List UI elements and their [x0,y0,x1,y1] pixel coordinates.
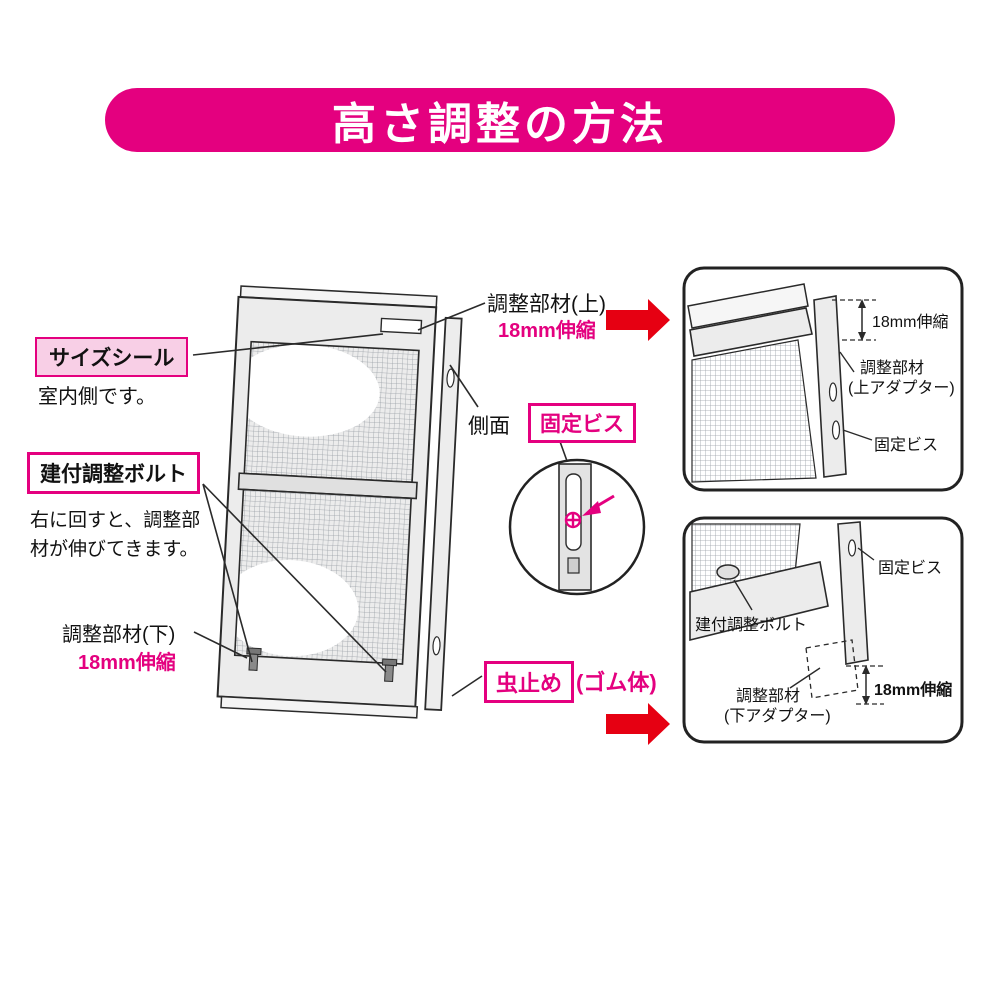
dt-screw-label: 固定ビス [874,437,939,454]
red-arrow-top [606,299,670,341]
screw-detail-circle [508,458,646,596]
lower-stretch-label: 18mm伸縮 [78,652,176,674]
turn-right-note-line1: 右に回すと、調整部 [30,510,201,531]
leader-lines [192,302,568,697]
db-screw-label: 固定ビス [878,560,943,577]
upper-stretch-label: 18mm伸縮 [498,320,596,342]
db-part-line2: (下アダプター) [724,708,831,725]
detail-box-bottom-art [689,521,884,705]
dt-part-line2: (上アダプター) [848,380,955,397]
bolt-head [716,564,740,580]
dt-stretch-label: 18mm伸縮 [872,314,949,331]
mesh-upper [244,341,419,483]
rubber-body-label: (ゴム体) [576,670,657,695]
side-face-label: 側面 [468,415,510,438]
turn-right-note: 右に回すと、調整部 材が伸びてきます。 [30,507,200,564]
turn-right-note-line2: 材が伸びてきます。 [30,538,199,560]
db-bolt-label: 建付調整ボルト [695,617,808,634]
bug-stop-label: 虫止め [484,661,575,703]
magenta-arrowhead [582,501,601,516]
detail-box-top [682,266,964,492]
detail-box-top-art [687,283,876,483]
upper-part-label: 調整部材(上) [487,293,606,316]
indoor-side-text: 室内側です。 [38,386,156,408]
page-title: 高さ調整の方法 [332,100,668,149]
detail-box-bottom [682,516,964,744]
fixing-screw-label: 固定ビス [528,403,636,443]
screen-door-drawing [216,285,463,719]
db-stretch-label: 18mm伸縮 [874,682,953,699]
size-seal-sticker [380,317,423,335]
size-seal-label: サイズシール [35,337,189,377]
db-part-line1: 調整部材 [736,688,801,705]
fixing-screw-icon [564,511,582,529]
mesh-lower [234,489,412,665]
side-rail [424,316,463,712]
dt-part-line1: 調整部材 [860,360,925,377]
adjust-bolt-right [381,658,398,683]
adjust-bolt-left [246,647,262,671]
title-banner: 高さ調整の方法 [105,88,895,152]
red-arrow-bottom [606,703,670,745]
adjust-bolt-label: 建付調整ボルト [27,452,200,494]
lower-adapter-strip [220,695,419,719]
lower-part-label: 調整部材(下) [62,624,176,646]
